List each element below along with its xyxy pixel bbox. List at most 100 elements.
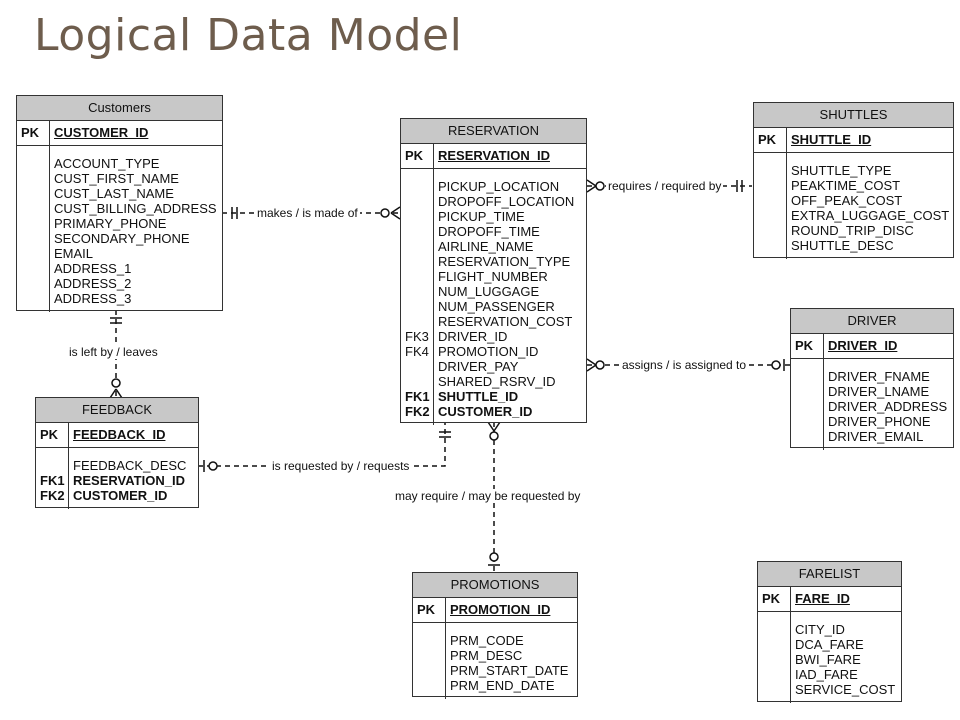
attribute-key	[795, 429, 823, 444]
attribute-key	[758, 238, 786, 253]
attribute-key: FK1	[40, 473, 65, 488]
attribute-key	[405, 224, 433, 239]
attribute-key	[21, 261, 49, 276]
attribute-key	[758, 223, 786, 238]
attribute-name: CUSTOMER_ID	[73, 488, 168, 503]
pk-tag: PK	[17, 121, 50, 145]
attribute-name: CUST_LAST_NAME	[54, 186, 174, 201]
pk-row: PK FARE_ID	[758, 587, 901, 612]
attribute-name: DRIVER_PAY	[438, 359, 519, 374]
attribute-key	[758, 178, 786, 193]
attribute-name: PRM_START_DATE	[450, 663, 569, 678]
attribute-name: EMAIL	[54, 246, 94, 261]
attribute-name: DRIVER_LNAME	[828, 384, 930, 399]
attribute-key	[758, 208, 786, 223]
attribute-name: DRIVER_EMAIL	[828, 429, 924, 444]
attribute-key	[405, 314, 433, 329]
rel-makes-label: makes / is made of	[255, 206, 360, 220]
attribute-key	[405, 359, 433, 374]
entity-title: Customers	[17, 96, 222, 121]
attribute-name: DRIVER_PHONE	[828, 414, 931, 429]
attribute-key	[795, 384, 823, 399]
entity-title: SHUTTLES	[754, 103, 953, 128]
attribute-key	[405, 239, 433, 254]
attribute-name: IAD_FARE	[795, 667, 858, 682]
attribute-key: FK2	[40, 488, 65, 503]
pk-tag: PK	[758, 587, 791, 611]
pk-tag: PK	[754, 128, 787, 152]
attribute-name: OFF_PEAK_COST	[791, 193, 903, 208]
attribute-key	[758, 163, 786, 178]
attribute-name: PRM_DESC	[450, 648, 523, 663]
attribute-name: CUST_FIRST_NAME	[54, 171, 179, 186]
key-column	[413, 623, 446, 699]
attribute-name: SHUTTLE_DESC	[791, 238, 894, 253]
attribute-name: PRIMARY_PHONE	[54, 216, 167, 231]
attribute-name: RESERVATION_ID	[73, 473, 185, 488]
attribute-key	[405, 269, 433, 284]
attribute-key: FK4	[405, 344, 429, 359]
pk-field: FARE_ID	[795, 591, 850, 606]
pk-field: DRIVER_ID	[828, 338, 898, 353]
attribute-name: PROMOTION_ID	[438, 344, 539, 359]
attribute-key	[405, 209, 433, 224]
attribute-name: RESERVATION_COST	[438, 314, 573, 329]
pk-row: PK DRIVER_ID	[791, 334, 953, 359]
pk-tag: PK	[791, 334, 824, 358]
pk-tag: PK	[36, 423, 69, 447]
attribute-name: FEEDBACK_DESC	[73, 458, 187, 473]
entity-title: PROMOTIONS	[413, 573, 577, 598]
entity-title: RESERVATION	[401, 119, 586, 144]
attribute-name: DROPOFF_LOCATION	[438, 194, 575, 209]
pk-field: CUSTOMER_ID	[54, 125, 149, 140]
attribute-name: AIRLINE_NAME	[438, 239, 534, 254]
attribute-name: SERVICE_COST	[795, 682, 896, 697]
rel-requires-label: requires / required by	[606, 179, 724, 193]
attribute-key	[762, 622, 790, 637]
attribute-key	[762, 667, 790, 682]
attribute-name: CITY_ID	[795, 622, 845, 637]
attribute-name: SHUTTLE_ID	[438, 389, 519, 404]
key-column	[754, 153, 787, 259]
attribute-name: PRM_CODE	[450, 633, 524, 648]
attribute-key	[405, 194, 433, 209]
attribute-name: BWI_FARE	[795, 652, 861, 667]
attribute-name: NUM_PASSENGER	[438, 299, 555, 314]
attribute-name: CUSTOMER_ID	[438, 404, 533, 419]
attribute-key	[405, 179, 433, 194]
attribute-key	[417, 663, 445, 678]
pk-tag: PK	[413, 598, 446, 622]
attribute-name: EXTRA_LUGGAGE_COST	[791, 208, 950, 223]
attribute-name: PRM_END_DATE	[450, 678, 555, 693]
entity-title: FARELIST	[758, 562, 901, 587]
attribute-name: DRIVER_ID	[438, 329, 508, 344]
attribute-name: RESERVATION_TYPE	[438, 254, 571, 269]
attribute-key	[758, 193, 786, 208]
attribute-name: PICKUP_TIME	[438, 209, 525, 224]
attribute-name: ADDRESS_1	[54, 261, 132, 276]
attribute-key	[795, 399, 823, 414]
attribute-key: FK2	[405, 404, 430, 419]
attribute-name: DRIVER_FNAME	[828, 369, 930, 384]
attribute-name: ACCOUNT_TYPE	[54, 156, 160, 171]
attribute-name: PEAKTIME_COST	[791, 178, 901, 193]
attribute-key	[21, 246, 49, 261]
attribute-key	[417, 648, 445, 663]
